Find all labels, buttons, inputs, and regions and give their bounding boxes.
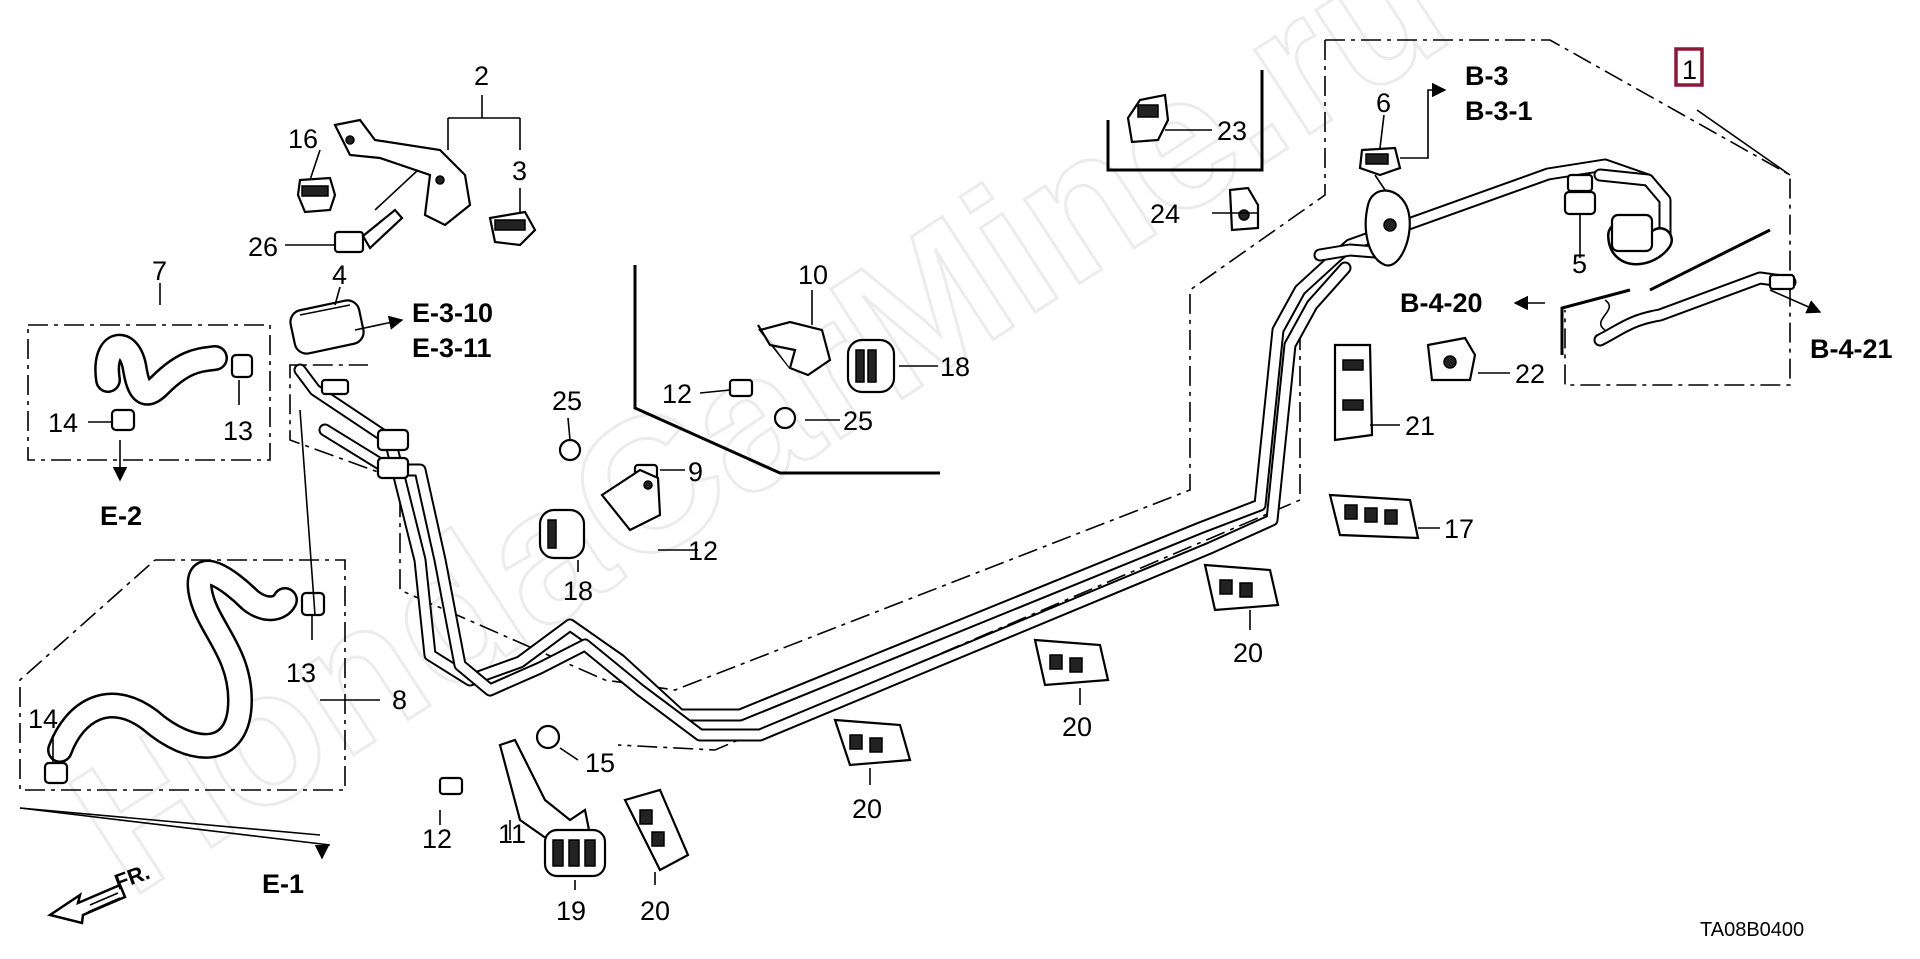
ref-b-4-21: B-4-21	[1810, 334, 1893, 364]
part-label-20-a: 20	[1233, 638, 1263, 668]
part-label-8: 8	[392, 685, 407, 715]
part-label-11: 11	[498, 819, 526, 849]
fuel-hoses	[47, 168, 1673, 763]
pipe-clip-20-c	[1203, 563, 1280, 612]
reference-labels: B-3 B-3-1 B-4-20 B-4-21 E-3-10 E-3-11 E-…	[100, 61, 1893, 899]
part-label-1: 1	[1682, 55, 1697, 85]
part-label-12-c: 12	[422, 824, 452, 854]
part-label-21: 21	[1405, 411, 1435, 441]
part-label-12-b: 12	[688, 536, 718, 566]
part-label-3: 3	[512, 156, 527, 186]
part-label-9: 9	[688, 457, 703, 487]
highlighted-part-box	[1674, 47, 1704, 87]
part-label-26: 26	[248, 232, 278, 262]
part-label-16: 16	[288, 124, 318, 154]
part-label-18-a: 18	[940, 352, 970, 382]
ref-e-1: E-1	[262, 869, 304, 899]
part-label-14-a: 14	[48, 408, 78, 438]
ref-b-3: B-3	[1465, 61, 1509, 91]
diagram-code: TA08B0400	[1700, 919, 1804, 941]
part-label-20-c: 20	[852, 794, 882, 824]
part-label-5: 5	[1572, 249, 1587, 279]
part-label-6: 6	[1376, 88, 1391, 118]
part-label-20-d: 20	[640, 896, 670, 926]
part-label-4: 4	[332, 260, 347, 290]
part-label-22: 22	[1515, 359, 1545, 389]
part-label-7: 7	[152, 256, 167, 286]
part-label-13-a: 13	[223, 416, 253, 446]
part-label-17: 17	[1444, 514, 1474, 544]
part-label-25-b: 25	[843, 406, 873, 436]
part-label-12-a: 12	[662, 379, 692, 409]
group-outlines	[19, 39, 1791, 846]
part-label-20-b: 20	[1062, 712, 1092, 742]
part-label-2: 2	[474, 61, 489, 91]
part-label-19: 19	[556, 896, 586, 926]
part-label-23: 23	[1217, 116, 1247, 146]
part-label-14-b: 14	[28, 704, 58, 734]
part-label-24: 24	[1150, 199, 1180, 229]
leader-lines	[52, 82, 1822, 890]
component-shapes	[43, 93, 1654, 878]
part-label-10: 10	[798, 260, 828, 290]
part-number-labels: 1 2 3 4 5 6 7 8 9 10 11 12 12 12 13 13 1…	[28, 55, 1697, 926]
ref-b-3-1: B-3-1	[1465, 96, 1533, 126]
ref-e-3-10: E-3-10	[412, 298, 493, 328]
brake-pipe-assembly	[293, 158, 1797, 742]
ref-e-2: E-2	[100, 501, 142, 531]
ref-b-4-20: B-4-20	[1400, 288, 1483, 318]
part-label-15: 15	[585, 748, 615, 778]
part-label-13-b: 13	[286, 658, 316, 688]
pipe-clip-20-b	[1033, 638, 1110, 687]
part-label-18-b: 18	[563, 576, 593, 606]
part-label-25-a: 25	[552, 386, 582, 416]
pipe-clip-20-d	[623, 788, 690, 872]
pipe-clip-20-a	[833, 718, 912, 767]
ref-e-3-11: E-3-11	[412, 333, 492, 363]
